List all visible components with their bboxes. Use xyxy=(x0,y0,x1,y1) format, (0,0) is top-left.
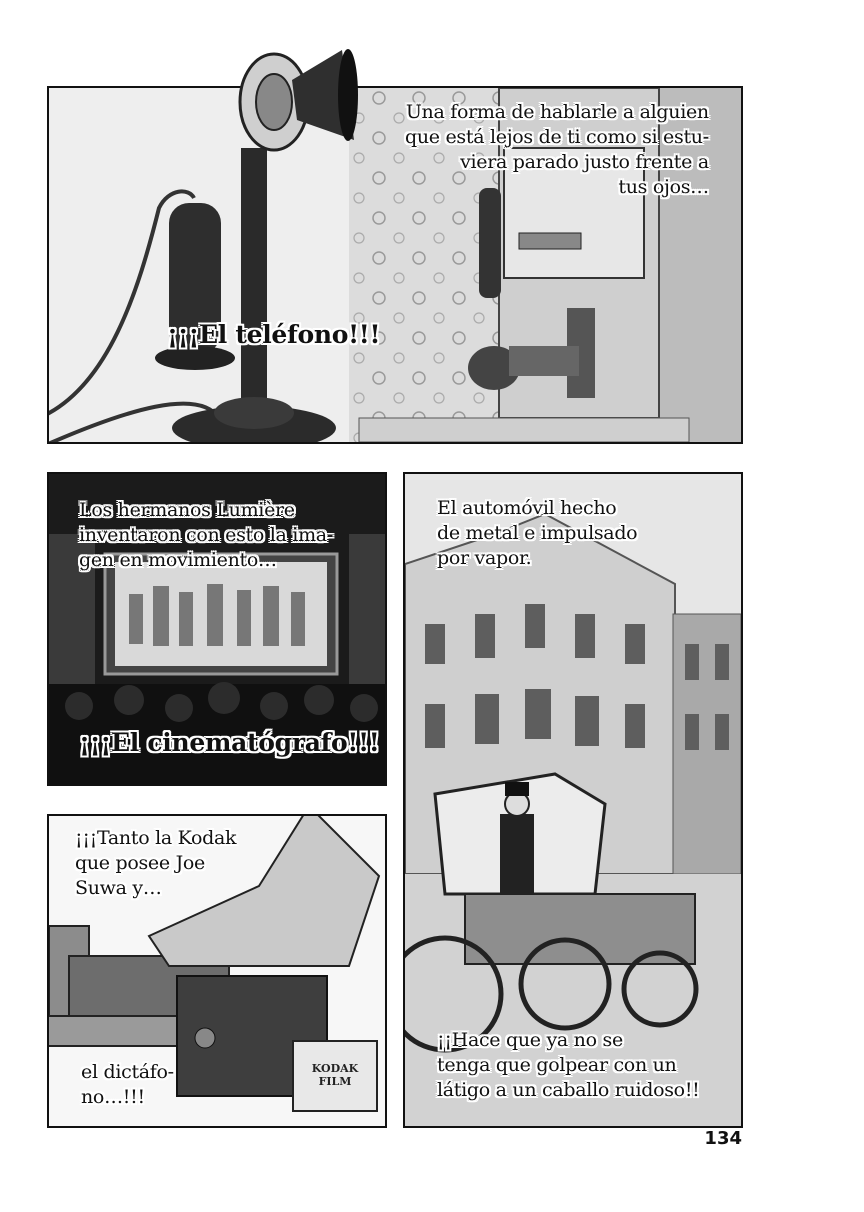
kodak-bottom-caption: el dictáfo- no…!!! xyxy=(81,1060,174,1110)
automobile-caption-line: de metal e impulsado xyxy=(437,522,638,544)
telephone-caption-line: viera parado justo frente a xyxy=(460,151,709,173)
panel-automobile: El automóvil hecho de metal e impulsado … xyxy=(403,472,743,1128)
cinema-caption-line: gen en movimiento… xyxy=(79,549,277,571)
automobile-bottom-line: ¡¡Hace que ya no se xyxy=(437,1029,623,1051)
automobile-caption: El automóvil hecho de metal e impulsado … xyxy=(437,496,638,571)
automobile-illustration xyxy=(405,474,741,1126)
telephone-caption-line: tus ojos… xyxy=(618,176,709,198)
telephone-illustration xyxy=(49,88,741,442)
automobile-caption-line: El automóvil hecho xyxy=(437,497,617,519)
telephone-caption: Una forma de hablarle a alguien que está… xyxy=(405,100,709,200)
kodak-caption: ¡¡¡Tanto la Kodak que posee Joe Suwa y… xyxy=(75,826,237,901)
kodak-caption-line: Suwa y… xyxy=(75,877,162,899)
telephone-caption-line: que está lejos de ti como si estu- xyxy=(405,126,709,148)
cinema-caption: Los hermanos Lumière inventaron con esto… xyxy=(79,498,333,573)
automobile-bottom-line: látigo a un caballo ruidoso!! xyxy=(437,1079,700,1101)
kodak-bottom-line: no…!!! xyxy=(81,1086,145,1108)
panel-cinema: Los hermanos Lumière inventaron con esto… xyxy=(47,472,387,786)
cinema-caption-line: inventaron con esto la ima- xyxy=(79,524,333,546)
cinema-illustration xyxy=(49,474,385,784)
kodak-illustration xyxy=(49,816,385,1126)
telephone-earpiece-illustration xyxy=(238,49,358,152)
automobile-bottom-line: tenga que golpear con un xyxy=(437,1054,677,1076)
kodak-caption-line: que posee Joe xyxy=(75,852,205,874)
automobile-caption-line: por vapor. xyxy=(437,547,532,569)
cinema-exclamation: ¡¡¡El cinematógrafo!!! xyxy=(79,728,380,757)
page-number: 134 xyxy=(704,1128,742,1149)
panel-kodak: KODAK FILM ¡¡¡Tanto la Kodak que posee J… xyxy=(47,814,387,1128)
panel-telephone: Una forma de hablarle a alguien que está… xyxy=(47,86,743,444)
telephone-caption-line: Una forma de hablarle a alguien xyxy=(405,101,709,123)
automobile-bottom-caption: ¡¡Hace que ya no se tenga que golpear co… xyxy=(437,1028,700,1103)
kodak-caption-line: ¡¡¡Tanto la Kodak xyxy=(75,827,237,849)
kodak-film-box-label: KODAK FILM xyxy=(311,1062,359,1088)
kodak-bottom-line: el dictáfo- xyxy=(81,1061,174,1083)
telephone-exclamation: ¡¡¡El teléfono!!! xyxy=(167,320,381,349)
cinema-caption-line: Los hermanos Lumière xyxy=(79,499,295,521)
